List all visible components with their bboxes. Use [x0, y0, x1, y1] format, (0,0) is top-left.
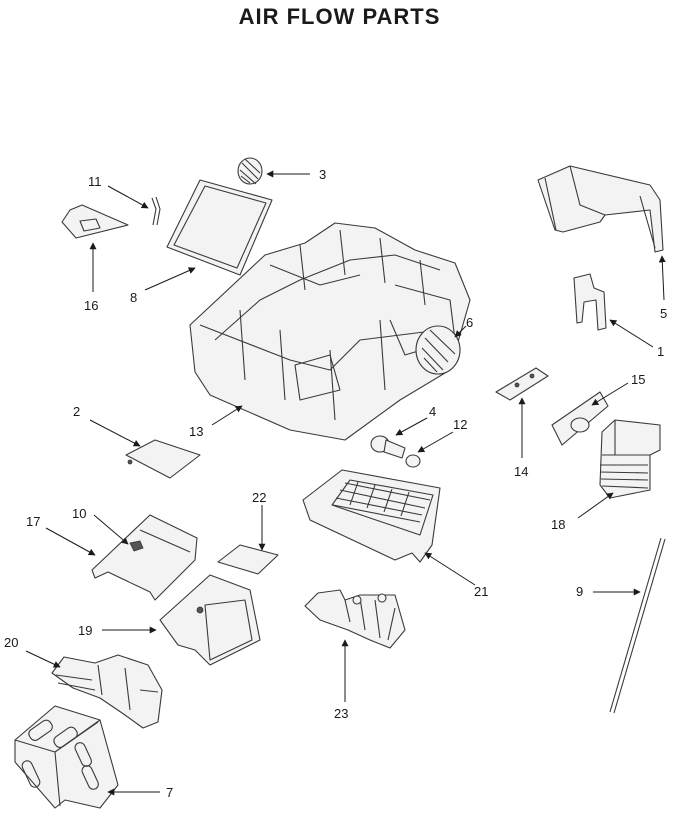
part-23-damper	[304, 589, 406, 649]
callout-3: 3	[319, 167, 326, 182]
callout-18: 18	[551, 517, 565, 532]
callout-20: 20	[4, 635, 18, 650]
callout-21: 21	[474, 584, 488, 599]
part-1-bracket	[573, 273, 607, 331]
part-22-filter	[217, 544, 279, 575]
callout-15: 15	[631, 372, 645, 387]
callout-19: 19	[78, 623, 92, 638]
callout-5: 5	[660, 306, 667, 321]
part-5-duct	[537, 165, 664, 253]
callout-8: 8	[130, 290, 137, 305]
callout-17: 17	[26, 514, 40, 529]
part-19-duct	[159, 574, 261, 666]
callout-14: 14	[514, 464, 528, 479]
page-title: AIR FLOW PARTS	[238, 4, 441, 29]
callout-16: 16	[84, 298, 98, 313]
part-7-box	[14, 705, 119, 809]
callout-12: 12	[453, 417, 467, 432]
callout-10: 10	[72, 506, 86, 521]
leader-lines	[25, 170, 666, 796]
part-12-bulb	[405, 454, 421, 468]
callout-2: 2	[73, 404, 80, 419]
part-4-socket	[370, 435, 406, 459]
callout-6: 6	[466, 315, 473, 330]
part-11-rod	[151, 196, 161, 226]
callout-labels: 1 2 3 4 5 6 7 8 9 10 11 12 13 14 15 16 1…	[4, 167, 667, 800]
part-14-plate	[495, 367, 549, 401]
part-18-transformer	[599, 419, 661, 499]
part-9-rod	[609, 537, 666, 714]
callout-22: 22	[252, 490, 266, 505]
part-17-cover	[91, 514, 198, 601]
callout-13: 13	[189, 424, 203, 439]
callout-7: 7	[166, 785, 173, 800]
part-10-clip	[129, 540, 144, 552]
callout-23: 23	[334, 706, 348, 721]
part-13-housing	[189, 222, 471, 441]
part-2-plate	[125, 439, 201, 479]
part-21-vent-tray	[302, 469, 441, 563]
part-20-bracket	[51, 654, 163, 729]
part-6-blower-wheel	[415, 325, 461, 375]
callout-11: 11	[88, 174, 102, 189]
callout-9: 9	[576, 584, 583, 599]
callout-1: 1	[657, 344, 664, 359]
part-3-grille	[237, 157, 263, 185]
part-16-shield	[61, 204, 129, 239]
callout-4: 4	[429, 404, 436, 419]
part-8-filter-frame	[166, 179, 273, 276]
